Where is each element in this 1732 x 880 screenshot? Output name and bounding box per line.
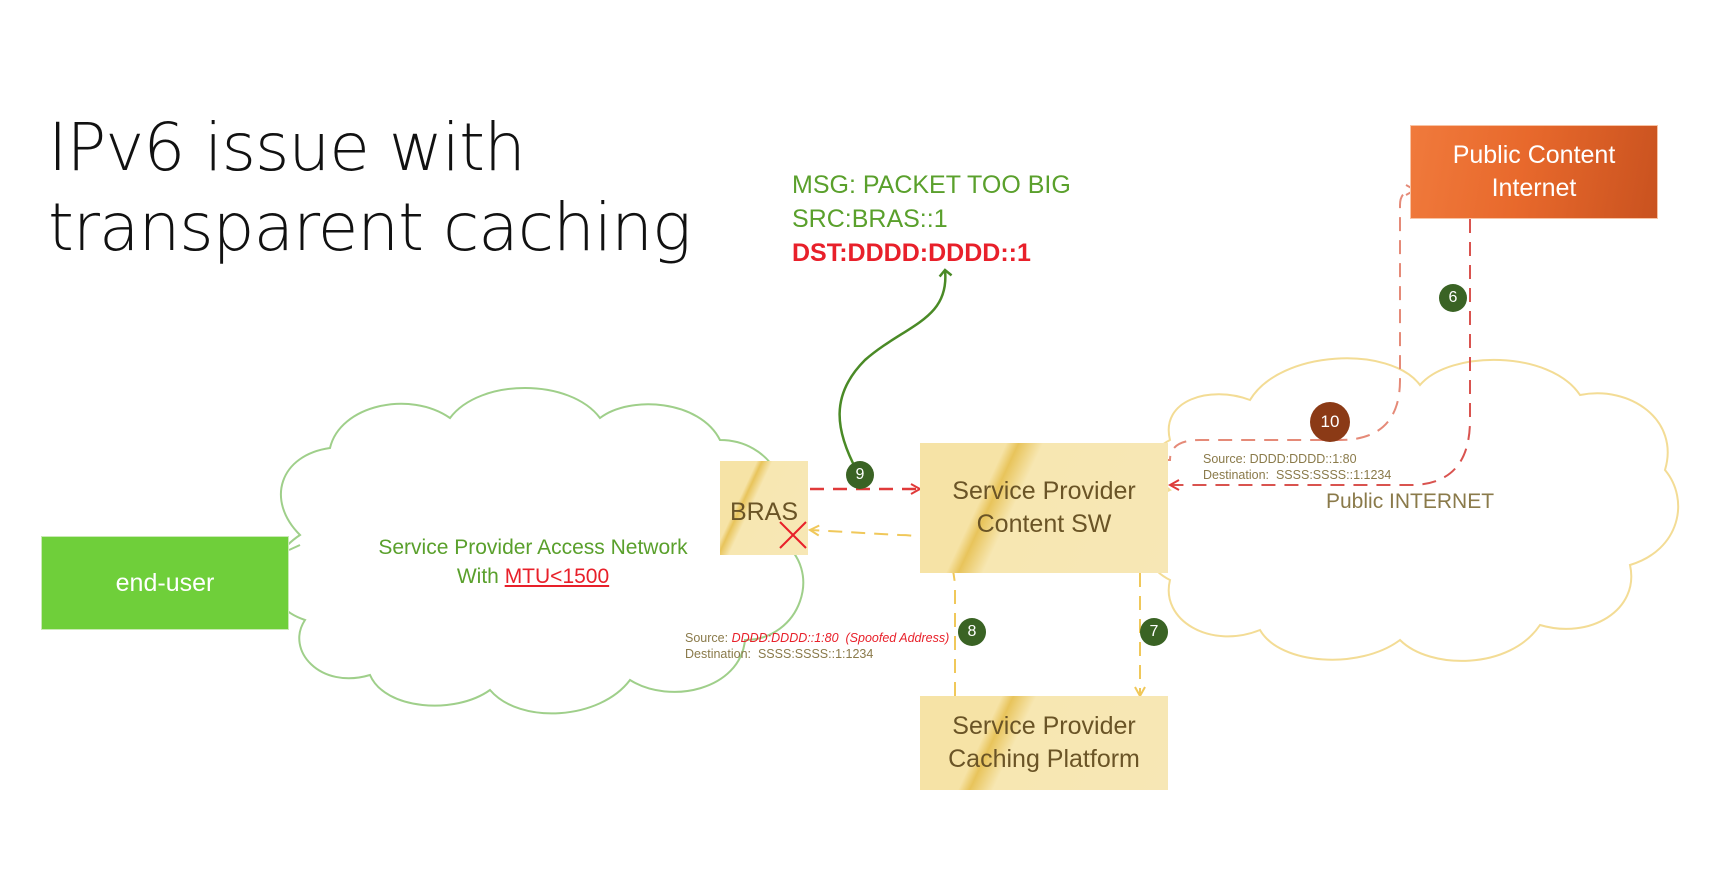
- content-sw-line-2: Content SW: [976, 510, 1112, 538]
- spoofed-dest: SSSS:SSSS::1:1234: [757, 647, 874, 661]
- arrow-packet-too-big: [838, 268, 953, 472]
- public-content-box: Public Content Internet: [1410, 125, 1658, 219]
- access-network-line-1: Service Provider Access Network: [378, 536, 688, 559]
- spoofed-address-annotation: Source: DDDD:DDDD::1:80 (Spoofed Address…: [685, 630, 949, 662]
- content-sw-box: Service Provider Content SW: [920, 443, 1168, 573]
- spoofed-note: (Spoofed Address): [845, 631, 950, 645]
- content-sw-line-1: Service Provider: [952, 477, 1136, 505]
- step-8-badge: 8: [958, 618, 986, 646]
- step-6-badge: 6: [1439, 284, 1467, 312]
- reply-address-annotation: Source: DDDD:DDDD::1:80 Destination: SSS…: [1203, 451, 1391, 483]
- end-user-label: end-user: [115, 568, 215, 597]
- end-user-box: end-user: [41, 536, 289, 630]
- reply-dest-label: Destination:: [1203, 468, 1270, 482]
- bras-label: BRAS: [729, 498, 799, 526]
- caching-platform-box: Service Provider Caching Platform: [920, 696, 1168, 790]
- title-line-1: IPv6 issue with: [48, 109, 526, 186]
- reply-source-label: Source:: [1203, 452, 1247, 466]
- arrow-step-6: [1170, 219, 1471, 485]
- step-9-badge: 9: [846, 461, 874, 489]
- public-internet-cloud: [1140, 357, 1680, 662]
- public-content-line-2: Internet: [1491, 174, 1577, 202]
- public-internet-label: Public INTERNET: [1326, 490, 1495, 513]
- spoofed-dest-label: Destination:: [685, 647, 752, 661]
- step-7-badge: 7: [1140, 618, 1168, 646]
- packet-too-big-message: MSG: PACKET TOO BIG SRC:BRAS::1 DST:DDDD…: [792, 168, 1071, 270]
- msg-line-1: MSG: PACKET TOO BIG: [792, 171, 1071, 199]
- drop-x-icon: [779, 521, 807, 549]
- reply-dest: SSSS:SSSS::1:1234: [1275, 468, 1392, 482]
- caching-line-1: Service Provider: [952, 712, 1136, 740]
- access-network-label: Service Provider Access Network With MTU…: [378, 533, 688, 591]
- msg-line-3: DST:DDDD:DDDD::1: [792, 239, 1031, 267]
- title-line-2: transparent caching: [48, 189, 692, 266]
- step-10-badge: 10: [1310, 402, 1350, 442]
- mtu-label: MTU<1500: [504, 565, 610, 588]
- msg-line-2: SRC:BRAS::1: [792, 205, 948, 233]
- reply-source: DDDD:DDDD::1:80: [1249, 452, 1357, 466]
- caching-line-2: Caching Platform: [948, 745, 1140, 773]
- bras-box: BRAS: [720, 461, 808, 555]
- access-network-cloud: [270, 387, 805, 715]
- spoofed-source: DDDD:DDDD::1:80: [731, 631, 839, 645]
- access-network-with: With: [456, 565, 505, 588]
- arrow-step-10: [939, 190, 1415, 470]
- public-content-line-1: Public Content: [1452, 141, 1616, 169]
- end-user-connector: [288, 544, 301, 551]
- slide-title: IPv6 issue with transparent caching: [48, 108, 692, 268]
- spoofed-source-label: Source:: [685, 631, 729, 645]
